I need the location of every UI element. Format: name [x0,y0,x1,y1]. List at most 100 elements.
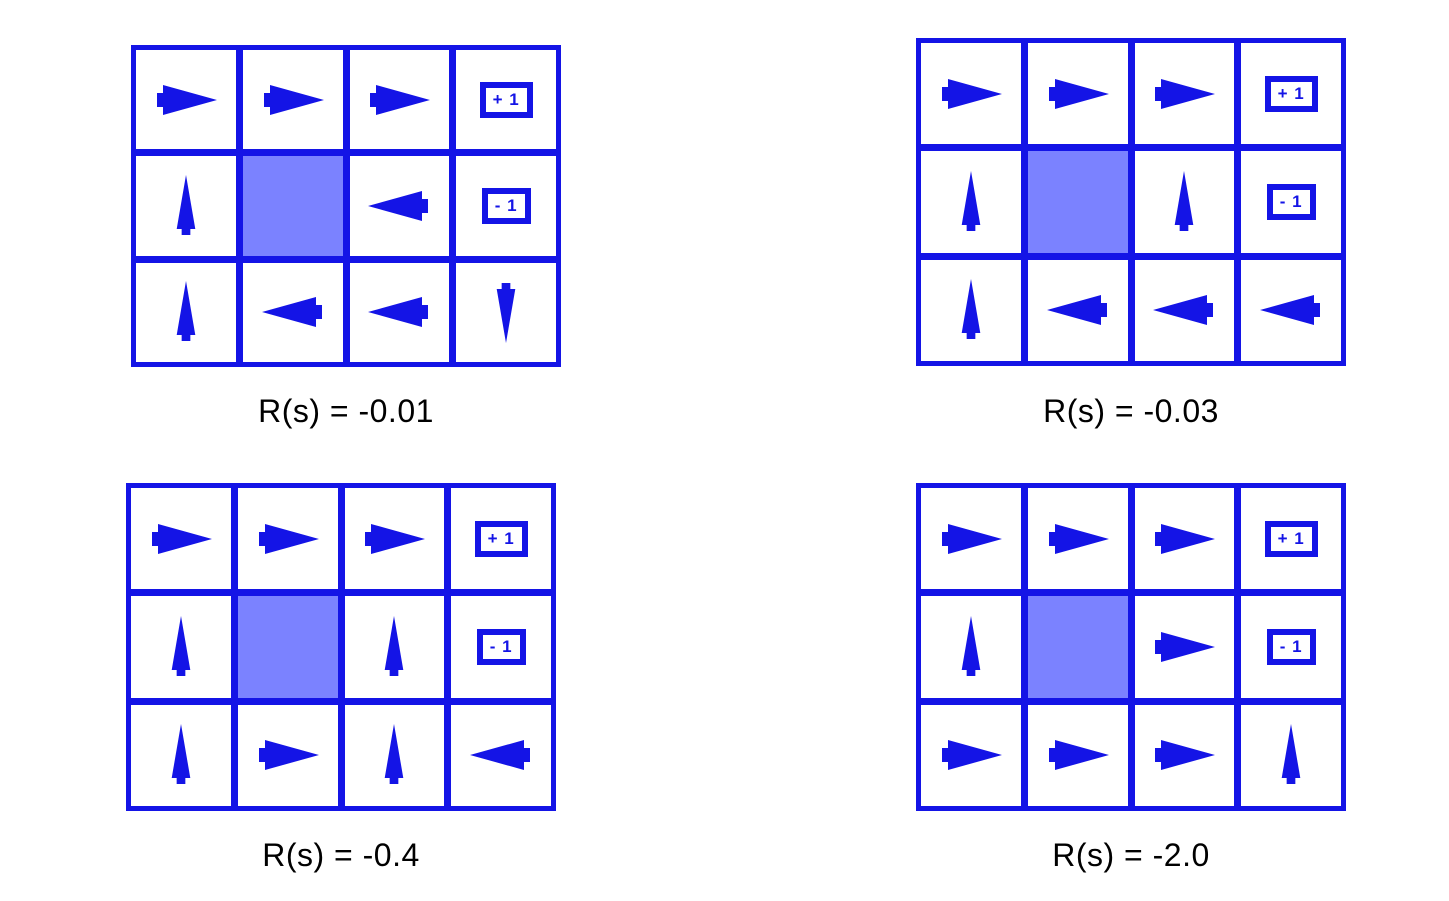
grid-cell[interactable] [136,50,236,150]
grid-cell[interactable] [1027,704,1128,806]
grid-cell[interactable] [1134,43,1235,145]
arrow-right-icon [251,502,325,576]
arrow-left-icon [362,275,436,349]
grid-cell[interactable] [1134,596,1235,698]
grid-cell[interactable] [1027,259,1128,361]
grid-cell[interactable]: + 1 [1241,488,1341,590]
reward-plus-one-badge: + 1 [1264,520,1318,557]
policy-panel: + 1 - 1 R(s) = -0.01 [131,45,561,430]
panel-caption: R(s) = -2.0 [1052,837,1210,873]
reward-minus-one-badge: - 1 [476,628,526,665]
grid-cell[interactable] [1134,704,1235,806]
grid-cell[interactable] [344,704,445,806]
grid-cell[interactable] [1134,259,1235,361]
policy-panel: + 1 - 1 R(s) = -0.4 [126,483,556,874]
gridworld-grid: + 1 - 1 [126,483,556,811]
grid-cell[interactable] [131,596,231,698]
arrow-right-icon [934,502,1008,576]
arrow-up-icon [1147,165,1221,239]
grid-cell[interactable]: + 1 [456,50,556,150]
arrow-right-icon [357,502,431,576]
panel-caption: R(s) = -0.03 [1043,393,1219,429]
arrow-left-icon [464,718,538,792]
gridworld-grid: + 1 - 1 [916,38,1346,366]
grid-cell[interactable] [921,151,1021,253]
grid-cell[interactable] [1241,704,1341,806]
gridworld-grid: + 1 - 1 [131,45,561,367]
grid-cell[interactable]: - 1 [456,156,556,256]
arrow-right-icon [1041,57,1115,131]
arrow-up-icon [1254,718,1328,792]
grid-cell[interactable] [921,704,1021,806]
grid-cell[interactable] [1134,488,1235,590]
grid-cell[interactable] [131,488,231,590]
grid-cell[interactable] [349,156,450,256]
grid-cell[interactable]: + 1 [1241,43,1341,145]
grid-cell[interactable] [1027,488,1128,590]
grid-cell[interactable] [131,704,231,806]
reward-plus-one-badge: + 1 [474,520,528,557]
grid-cell[interactable]: - 1 [1241,151,1341,253]
grid-cell[interactable] [349,50,450,150]
arrow-left-icon [1041,273,1115,347]
grid-cell[interactable]: - 1 [1241,596,1341,698]
grid-cell[interactable] [1134,151,1235,253]
grid-cell[interactable] [237,704,338,806]
reward-minus-one-badge: - 1 [1266,183,1316,220]
arrow-right-icon [251,718,325,792]
arrow-up-icon [934,165,1008,239]
grid-cell[interactable] [237,488,338,590]
reward-plus-one-badge: + 1 [1264,75,1318,112]
grid-cell[interactable] [1027,43,1128,145]
arrow-up-icon [934,610,1008,684]
grid-cell[interactable]: - 1 [451,596,551,698]
grid-cell[interactable]: + 1 [451,488,551,590]
grid-cell[interactable] [921,43,1021,145]
grid-cell[interactable] [344,488,445,590]
arrow-right-icon [1041,502,1115,576]
grid-cell[interactable] [921,596,1021,698]
arrow-left-icon [1254,273,1328,347]
reward-minus-one-badge: - 1 [481,187,531,224]
grid-cell[interactable] [349,262,450,362]
arrow-right-icon [934,57,1008,131]
arrow-up-icon [357,718,431,792]
arrow-left-icon [256,275,330,349]
arrow-down-icon [469,275,543,349]
arrow-up-icon [149,275,223,349]
arrow-left-icon [1147,273,1221,347]
arrow-up-icon [934,273,1008,347]
grid-cell[interactable] [921,488,1021,590]
grid-cell[interactable] [136,156,236,256]
grid-cell[interactable] [921,259,1021,361]
panel-caption: R(s) = -0.4 [262,837,420,873]
wall-block [1027,596,1128,698]
arrow-right-icon [256,63,330,137]
arrow-right-icon [1147,610,1221,684]
arrow-up-icon [357,610,431,684]
grid-cell[interactable] [344,596,445,698]
arrow-right-icon [934,718,1008,792]
gridworld-grid: + 1 - 1 [916,483,1346,811]
arrow-right-icon [1147,502,1221,576]
arrow-right-icon [1147,57,1221,131]
grid-cell[interactable] [456,262,556,362]
policy-panel: + 1 - 1 R(s) = -0.03 [916,38,1346,430]
grid-cell[interactable] [242,50,343,150]
wall-block [237,596,338,698]
arrow-right-icon [1041,718,1115,792]
panel-caption: R(s) = -0.01 [258,393,434,429]
grid-cell[interactable] [1241,259,1341,361]
reward-minus-one-badge: - 1 [1266,628,1316,665]
arrow-left-icon [362,169,436,243]
arrow-up-icon [144,610,218,684]
grid-cell[interactable] [136,262,236,362]
grid-cell[interactable] [451,704,551,806]
reward-plus-one-badge: + 1 [479,81,533,118]
arrow-right-icon [1147,718,1221,792]
grid-cell[interactable] [242,262,343,362]
policy-panel: + 1 - 1 R(s) = -2.0 [916,483,1346,874]
arrow-right-icon [362,63,436,137]
arrow-right-icon [144,502,218,576]
